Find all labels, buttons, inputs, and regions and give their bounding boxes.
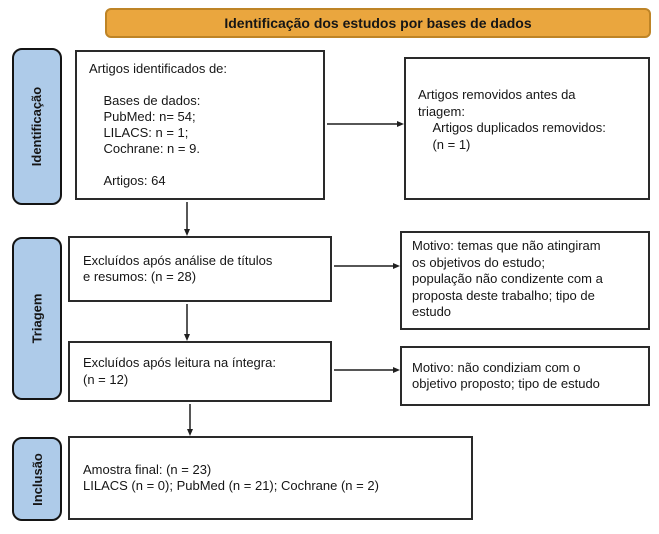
box-reason-full-reading: Motivo: não condiziam com o objetivo pro…	[400, 346, 650, 406]
box-articles-removed-text: Artigos removidos antes da triagem: Arti…	[418, 87, 606, 152]
box-reason-titles-abstracts: Motivo: temas que não atingiram os objet…	[400, 231, 650, 330]
box-reason-full-reading-text: Motivo: não condiziam com o objetivo pro…	[412, 359, 600, 392]
stage-label-triagem-text: Triagem	[29, 293, 45, 344]
box-final-sample-text: Amostra final: (n = 23) LILACS (n = 0); …	[83, 461, 379, 494]
box-articles-removed-before-screening: Artigos removidos antes da triagem: Arti…	[404, 57, 650, 200]
box-excluded-full-reading-text: Excluídos após leitura na íntegra: (n = …	[83, 355, 276, 387]
stage-label-inclusao: Inclusão	[12, 437, 62, 521]
box-articles-identified: Artigos identificados de: Bases de dados…	[75, 50, 325, 200]
diagram-title-banner: Identificação dos estudos por bases de d…	[105, 8, 651, 38]
box-articles-identified-text: Artigos identificados de: Bases de dados…	[89, 61, 228, 188]
box-excluded-titles-abstracts-text: Excluídos após análise de títulos e resu…	[83, 252, 273, 285]
diagram-title: Identificação dos estudos por bases de d…	[224, 15, 532, 31]
box-excluded-titles-abstracts: Excluídos após análise de títulos e resu…	[68, 236, 332, 302]
stage-label-triagem: Triagem	[12, 237, 62, 400]
box-final-sample: Amostra final: (n = 23) LILACS (n = 0); …	[68, 436, 473, 520]
stage-label-inclusao-text: Inclusão	[29, 452, 45, 506]
box-reason-titles-abstracts-text: Motivo: temas que não atingiram os objet…	[412, 238, 603, 319]
box-excluded-full-reading: Excluídos após leitura na íntegra: (n = …	[68, 341, 332, 402]
stage-label-identificacao: Identificação	[12, 48, 62, 205]
stage-label-identificacao-text: Identificação	[29, 86, 45, 167]
